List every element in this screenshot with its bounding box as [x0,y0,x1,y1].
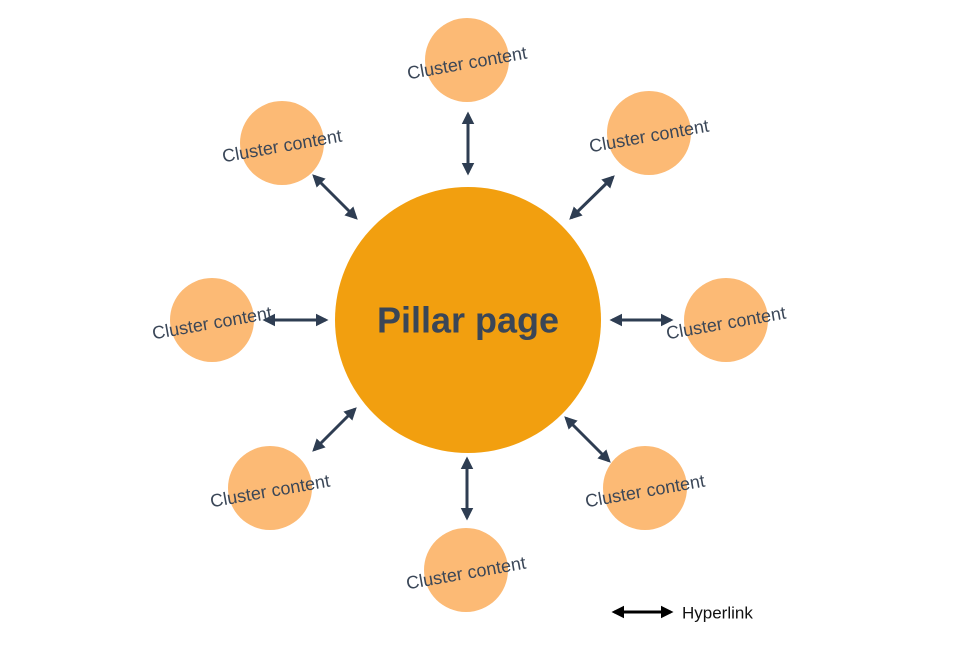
pillar-circle [335,187,601,453]
cluster-node-bottom-right: Cluster content [584,446,706,530]
double-headed-arrow-icon [312,174,358,220]
cluster-circle [424,528,508,612]
legend-label: Hyperlink [682,604,753,623]
pillar-label: Pillar page [377,300,559,341]
pillar-node: Pillar page [335,187,601,453]
hyperlink-arrows [262,111,674,521]
cluster-node-bottom-left: Cluster content [209,446,331,530]
cluster-node-top-right: Cluster content [588,91,710,175]
cluster-circle [240,101,324,185]
double-headed-arrow-icon [569,175,615,220]
legend: Hyperlink [611,604,753,623]
cluster-circle [228,446,312,530]
cluster-circle [603,446,687,530]
cluster-node-top-left: Cluster content [221,101,343,185]
cluster-node-bottom: Cluster content [405,528,527,612]
cluster-circle [684,278,768,362]
cluster-circle [607,91,691,175]
double-headed-arrow-icon [564,416,611,463]
double-headed-arrow-icon [312,407,357,452]
cluster-node-left: Cluster content [151,278,273,362]
cluster-node-right: Cluster content [665,278,787,362]
cluster-circle [170,278,254,362]
cluster-circle [425,18,509,102]
cluster-node-top: Cluster content [406,18,528,102]
